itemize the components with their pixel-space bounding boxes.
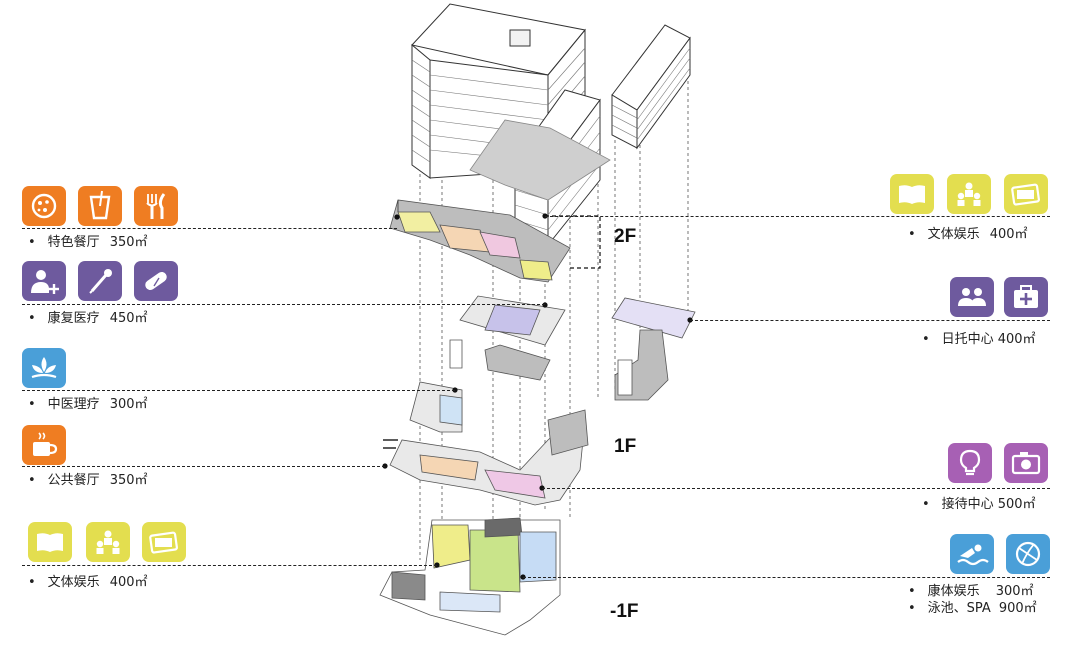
ball-icon bbox=[1006, 534, 1050, 574]
leader-line-culture-2f bbox=[545, 216, 1050, 217]
swimmer-icon bbox=[950, 534, 994, 574]
camera-icon bbox=[1004, 443, 1048, 483]
add-user-icon bbox=[22, 261, 66, 301]
tower-right bbox=[611, 24, 691, 150]
drink-icon bbox=[78, 186, 122, 226]
lightbulb-icon bbox=[948, 443, 992, 483]
leader-line-fitness bbox=[523, 577, 1050, 578]
slab-tcm bbox=[409, 381, 463, 433]
leader-line-reception bbox=[542, 488, 1050, 489]
leader-line-public-dining bbox=[22, 466, 385, 467]
leader-line-special-dining bbox=[22, 228, 397, 229]
ticket-icon bbox=[1004, 174, 1048, 214]
bracket-2f bbox=[545, 215, 601, 269]
slab-1f bbox=[383, 409, 589, 506]
slab-2f bbox=[389, 199, 571, 283]
floor-label-b1: -1F bbox=[610, 601, 639, 622]
coffee-cup-icon bbox=[22, 425, 66, 465]
herb-icon bbox=[22, 348, 66, 388]
group-icon bbox=[947, 174, 991, 214]
leader-line-tcm bbox=[22, 390, 455, 391]
ticket-icon bbox=[142, 522, 186, 562]
book-icon bbox=[890, 174, 934, 214]
floor-label-1f: 1F bbox=[614, 436, 637, 457]
slab-1f-upper bbox=[449, 295, 566, 381]
floor-label-2f: 2F bbox=[614, 226, 637, 247]
leader-line-rehab bbox=[22, 304, 545, 305]
leader-line-culture-b1 bbox=[22, 565, 437, 566]
pizza-icon bbox=[22, 186, 66, 226]
fork-knife-icon bbox=[134, 186, 178, 226]
book-icon bbox=[28, 522, 72, 562]
group-icon bbox=[86, 522, 130, 562]
slab-daycare bbox=[611, 297, 696, 401]
people-icon bbox=[950, 277, 994, 317]
podium-roof bbox=[469, 119, 611, 201]
slab-b1 bbox=[379, 517, 561, 636]
leader-line-daycare bbox=[690, 320, 1050, 321]
dropper-icon bbox=[78, 261, 122, 301]
first-aid-icon bbox=[1004, 277, 1048, 317]
pill-icon bbox=[134, 261, 178, 301]
